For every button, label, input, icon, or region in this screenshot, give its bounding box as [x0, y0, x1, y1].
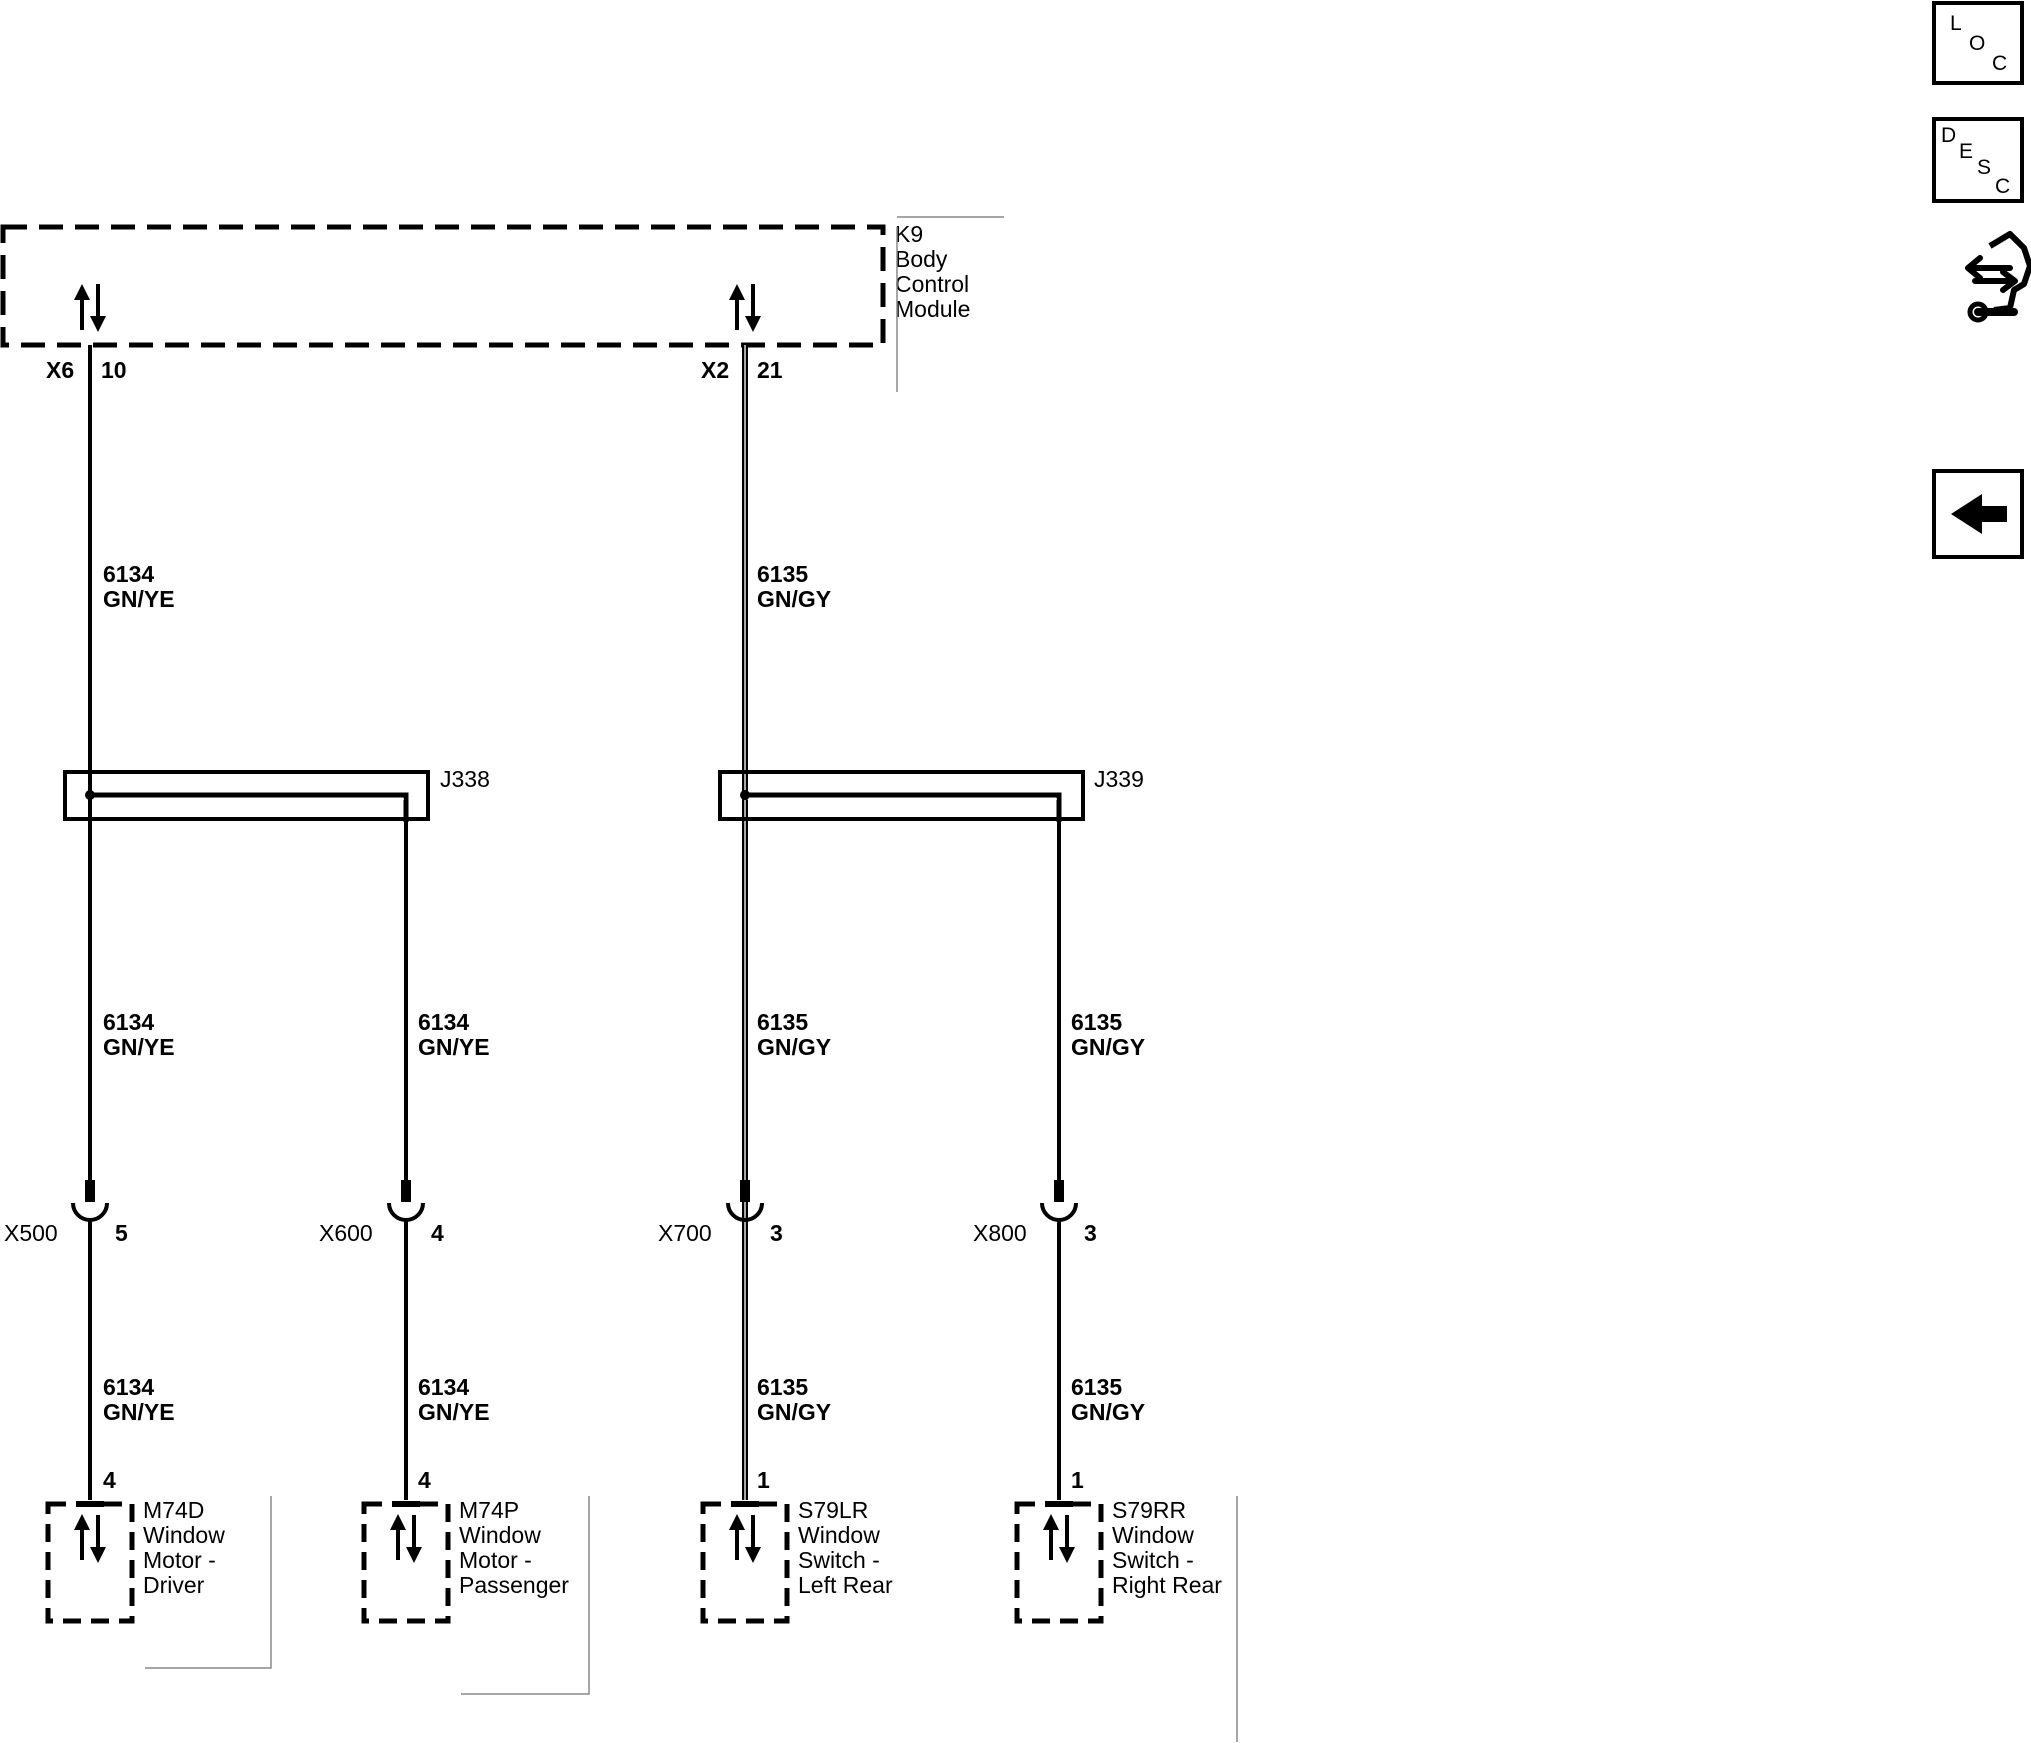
component-m74d: 4 M74D Window Motor - Driver [45, 1467, 272, 1669]
splice-id: J338 [440, 766, 490, 792]
circuit-6135-wires [742, 345, 1061, 1500]
bidirectional-arrow-icon [729, 1514, 761, 1563]
desc-button[interactable]: D E S C [1932, 117, 2024, 203]
module-id: K9 [895, 221, 923, 247]
circuit-number: 6134 [418, 1009, 469, 1035]
connector-id: X500 [4, 1220, 58, 1246]
bidirectional-arrow-icon [1043, 1514, 1075, 1563]
connector-pin: 3 [770, 1220, 783, 1246]
circuit-number: 6134 [103, 1374, 154, 1400]
circuit-number: 6135 [757, 1374, 808, 1400]
circuit-color: GN/GY [757, 586, 831, 612]
component-pin: 1 [757, 1467, 770, 1493]
component-name-line: Passenger [459, 1572, 569, 1598]
circuit-color: GN/GY [757, 1399, 831, 1425]
component-id: S79LR [798, 1497, 868, 1523]
splice-box [718, 770, 1085, 821]
desc-letter: S [1977, 156, 1991, 179]
component-name-line: Window [459, 1522, 541, 1548]
inline-connector-x600: X600 4 [319, 1180, 444, 1500]
bidirectional-arrow-icon [74, 284, 106, 332]
component-name-line: Right Rear [1112, 1572, 1222, 1598]
inline-connector-x800: X800 3 [973, 1180, 1097, 1500]
component-name-line: Driver [143, 1572, 205, 1598]
component-name-line: Window [1112, 1522, 1194, 1548]
loc-letter: O [1969, 32, 1985, 55]
component-name-line: Window [143, 1522, 225, 1548]
bcm-connector-label: X6 [46, 357, 74, 383]
circuit-color: GN/GY [1071, 1034, 1145, 1060]
circuit-color: GN/YE [103, 1399, 175, 1425]
module-name-line: Body [895, 246, 948, 272]
bcm-pin-label: 10 [101, 357, 127, 383]
connector-pin: 3 [1084, 1220, 1097, 1246]
component-pin: 4 [418, 1467, 431, 1493]
component-name-line: Left Rear [798, 1572, 893, 1598]
loc-letter: L [1950, 12, 1962, 35]
circuit-number: 6135 [1071, 1374, 1122, 1400]
inline-connector-x700: X700 3 [658, 1180, 783, 1246]
inline-connector-x500: X500 5 [4, 1180, 128, 1500]
component-m74p: 4 M74P Window Motor - Passenger [361, 1467, 590, 1695]
splice-j338: J338 [63, 766, 490, 822]
back-arrow-icon [1951, 494, 2007, 534]
splice-id: J339 [1094, 766, 1144, 792]
circuit-color: GN/GY [757, 1034, 831, 1060]
connector-id: X700 [658, 1220, 712, 1246]
component-name-line: Motor - [143, 1547, 216, 1573]
body-control-module: K9 Body Control Module [0, 216, 1004, 392]
connector-pin: 5 [115, 1220, 128, 1246]
bidirectional-arrow-icon [74, 1514, 106, 1563]
splice-box [63, 770, 430, 821]
connector-id: X600 [319, 1220, 373, 1246]
connector-id: X800 [973, 1220, 1027, 1246]
circuit-number: 6135 [757, 561, 808, 587]
circuit-color: GN/YE [418, 1399, 490, 1425]
component-pin: 4 [103, 1467, 116, 1493]
component-s79rr: 1 S79RR Window Switch - Right Rear [1014, 1467, 1238, 1742]
component-id: M74D [143, 1497, 204, 1523]
circuit-color: GN/GY [1071, 1399, 1145, 1425]
bidirectional-arrow-icon [729, 284, 761, 332]
module-name-line: Control [895, 271, 969, 297]
desc-letter: C [1995, 175, 2010, 198]
circuit-color: GN/YE [103, 586, 175, 612]
component-pin: 1 [1071, 1467, 1084, 1493]
component-name-line: Switch - [798, 1547, 880, 1573]
splice-j339: J339 [718, 766, 1144, 822]
loc-button[interactable]: L O C [1932, 1, 2024, 85]
circuit-color: GN/YE [103, 1034, 175, 1060]
component-name-line: Motor - [459, 1547, 532, 1573]
circuit-number: 6134 [418, 1374, 469, 1400]
loc-letter: C [1992, 52, 2007, 75]
circuit-6134-wires [88, 345, 408, 1185]
module-outline [0, 224, 886, 348]
circuit-number: 6135 [757, 1009, 808, 1035]
signal-flow-icon[interactable] [1960, 228, 2031, 328]
circuit-number: 6134 [103, 561, 154, 587]
back-button[interactable] [1932, 469, 2024, 559]
desc-letter: D [1941, 124, 1956, 147]
desc-letter: E [1959, 140, 1973, 163]
module-name-line: Module [895, 296, 970, 322]
bcm-connector-label: X2 [701, 357, 729, 383]
component-name-line: Switch - [1112, 1547, 1194, 1573]
connector-pin: 4 [431, 1220, 444, 1246]
component-s79lr: 1 S79LR Window Switch - Left Rear [700, 1467, 893, 1624]
component-name-line: Window [798, 1522, 880, 1548]
component-id: M74P [459, 1497, 519, 1523]
circuit-color: GN/YE [418, 1034, 490, 1060]
component-id: S79RR [1112, 1497, 1186, 1523]
bidirectional-arrow-icon [390, 1514, 422, 1563]
circuit-number: 6134 [103, 1009, 154, 1035]
bcm-pin-label: 21 [757, 357, 783, 383]
circuit-number: 6135 [1071, 1009, 1122, 1035]
